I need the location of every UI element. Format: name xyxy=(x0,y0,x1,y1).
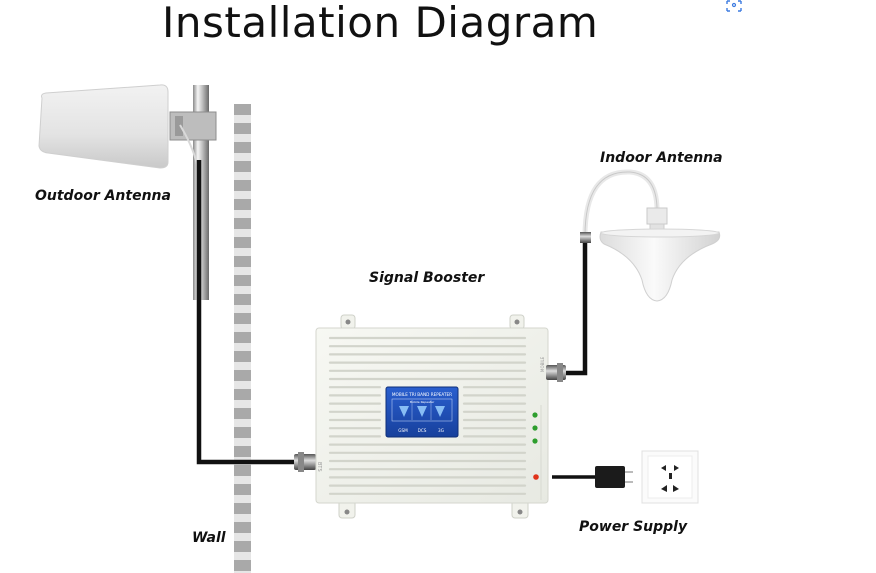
band-gsm: GSM xyxy=(398,428,408,433)
indoor-cable xyxy=(566,240,588,376)
outdoor-cable xyxy=(196,160,296,465)
wall-socket xyxy=(641,450,699,504)
band-3g: 3G xyxy=(438,428,444,433)
bts-connector xyxy=(294,452,316,472)
diagram-title: Installation Diagram xyxy=(162,0,599,47)
antenna-dome xyxy=(599,231,721,302)
display-heading: MOBILE TRI BAND REPEATER xyxy=(392,392,452,397)
mobile-connector xyxy=(546,363,566,382)
signal-icons xyxy=(399,400,445,420)
display-subheading: Mobile Repeater xyxy=(410,400,435,404)
band-dcs: DCS xyxy=(418,428,427,433)
status-led-3 xyxy=(532,438,538,444)
status-led-1 xyxy=(532,412,538,418)
booster-display: MOBILE TRI BAND REPEATER Mobile Repeater… xyxy=(385,386,459,438)
status-leds xyxy=(532,405,542,500)
power-led xyxy=(533,474,539,480)
antenna-panel xyxy=(38,84,169,169)
scan-icon[interactable] xyxy=(726,0,742,12)
indoor-antenna xyxy=(580,169,721,302)
wall-label: Wall xyxy=(192,530,226,546)
status-led-2 xyxy=(532,425,538,431)
bts-port-label: BTS xyxy=(316,462,322,472)
power-supply-label: Power Supply xyxy=(579,519,688,535)
outdoor-antenna-label: Outdoor Antenna xyxy=(35,188,171,204)
outdoor-antenna xyxy=(38,84,217,300)
power-plug xyxy=(595,466,633,488)
wall xyxy=(234,104,251,573)
indoor-antenna-label: Indoor Antenna xyxy=(600,150,723,166)
antenna-collar xyxy=(646,207,668,225)
signal-booster-label: Signal Booster xyxy=(369,270,485,286)
mobile-port-label: MOBILE xyxy=(540,356,545,372)
